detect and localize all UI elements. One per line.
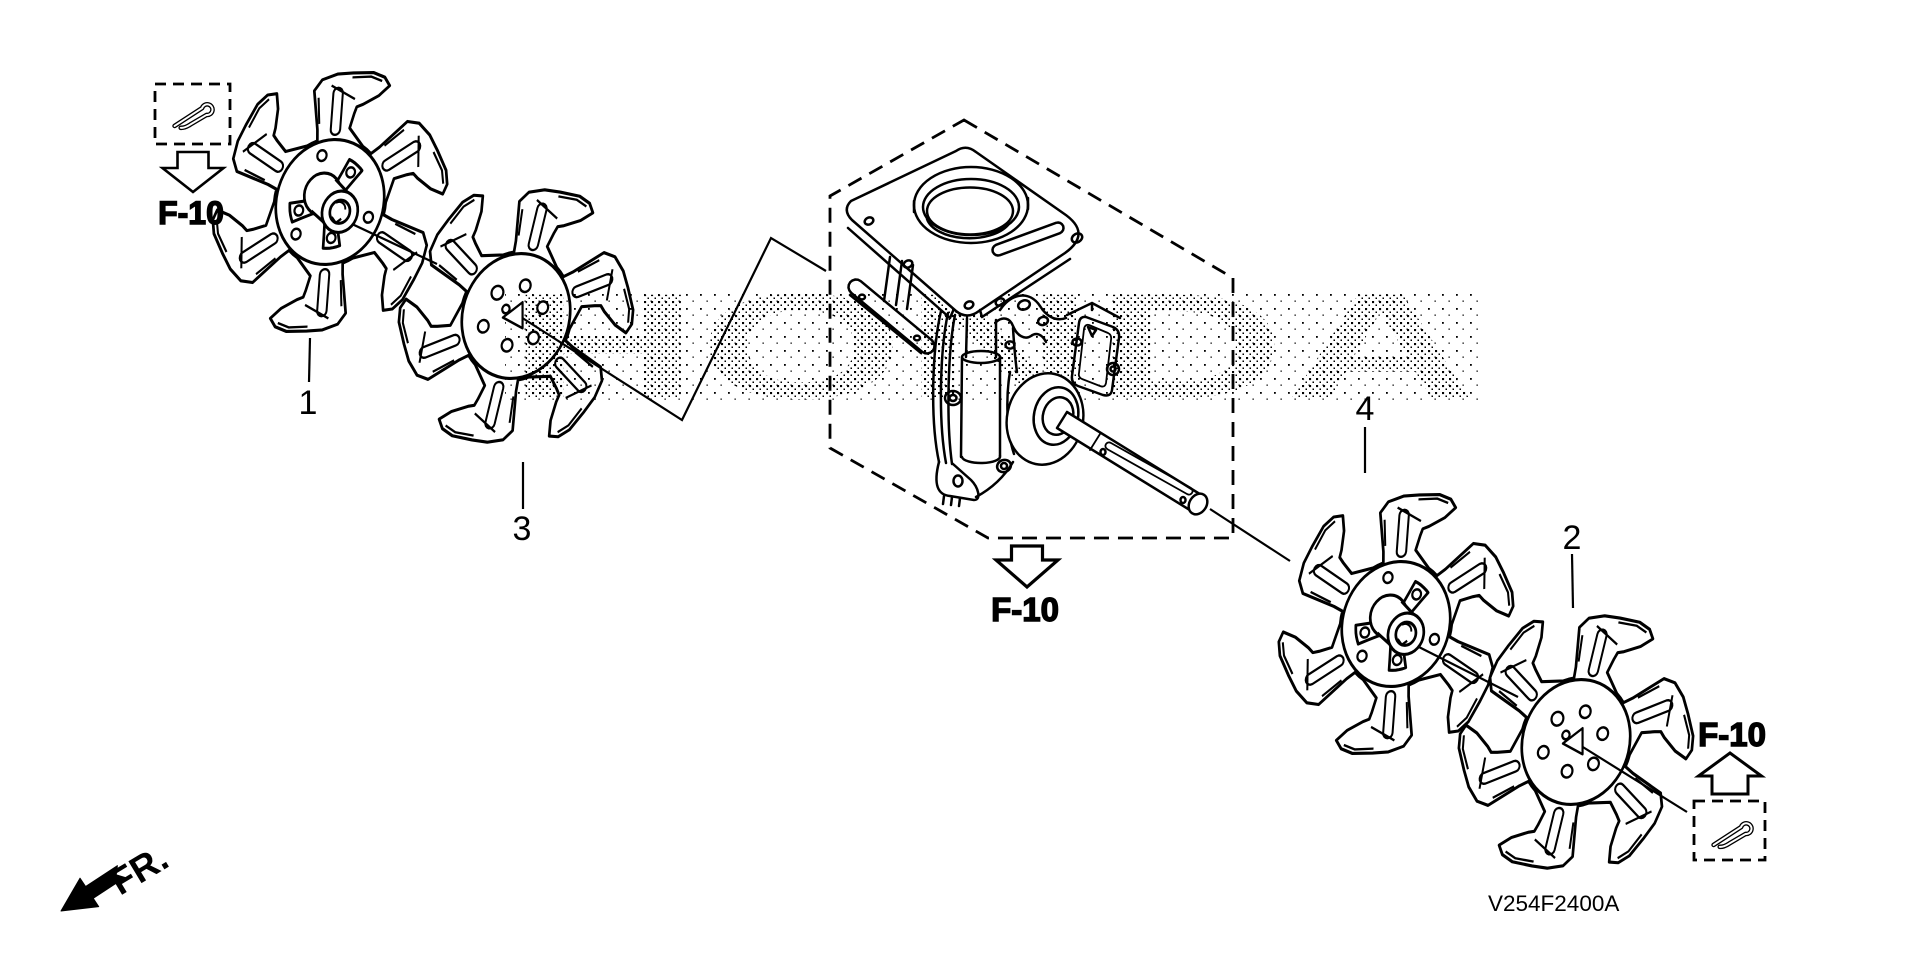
- svg-text:F-10: F-10: [991, 591, 1059, 628]
- svg-text:1: 1: [299, 384, 318, 422]
- svg-text:V254F2400A: V254F2400A: [1488, 891, 1619, 916]
- svg-text:3: 3: [513, 510, 532, 548]
- svg-text:F-10: F-10: [1698, 716, 1766, 753]
- svg-text:F-10: F-10: [158, 195, 224, 231]
- svg-text:2: 2: [1563, 519, 1582, 557]
- svg-text:4: 4: [1356, 390, 1375, 428]
